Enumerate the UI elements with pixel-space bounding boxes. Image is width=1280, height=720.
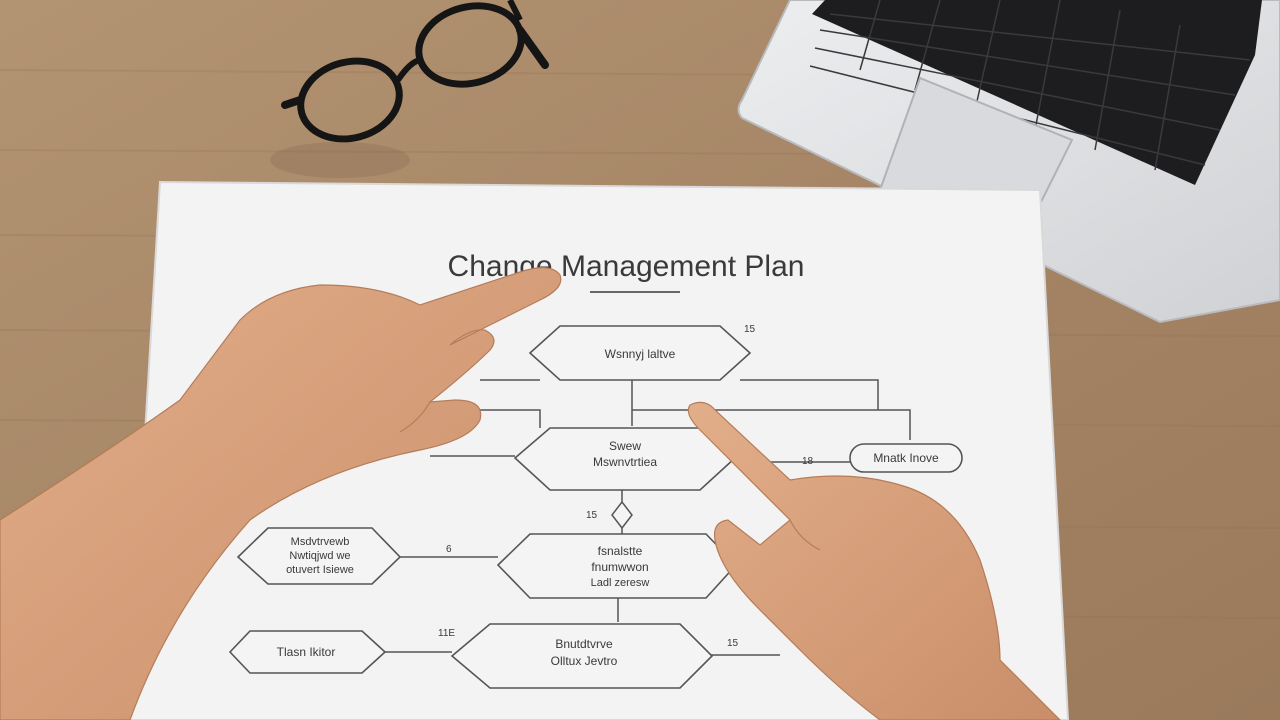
diamond-decision-icon: [611, 500, 633, 530]
flow-node-bottom-left: Tlasn Ikitor: [228, 630, 387, 674]
flow-node-center: fsnalstte fnumwwon Ladl zeresw: [496, 533, 738, 599]
label-small: 15: [727, 638, 739, 649]
svg-text:Ladl zeresw: Ladl zeresw: [591, 577, 650, 589]
flow-node-left: Msdvtrvewb Nwtiqjwd we otuvert Isiewe: [236, 527, 402, 585]
svg-text:Olltux Jevtro: Olltux Jevtro: [551, 654, 618, 668]
flow-node-top: Wsnnyj laltve: [528, 325, 752, 381]
label-small: 15: [586, 510, 598, 521]
label-small: 11E: [438, 628, 455, 639]
label-small: 6: [446, 544, 452, 555]
flow-node-bottom: Bnutdtvrve Olltux Jevtro: [450, 623, 714, 689]
svg-text:Swew: Swew: [609, 439, 641, 453]
svg-text:otuvert Isiewe: otuvert Isiewe: [286, 564, 354, 576]
right-hand: [687, 401, 1061, 720]
svg-text:Wsnnyj laltve: Wsnnyj laltve: [605, 347, 676, 361]
glasses-icon: [270, 0, 549, 178]
svg-text:Mswnvtrtiea: Mswnvtrtiea: [593, 455, 657, 469]
svg-text:Msdvtrvewb: Msdvtrvewb: [291, 536, 350, 548]
flow-node-middle: Swew Mswnvtrtiea: [513, 427, 737, 491]
svg-text:fnumwwon: fnumwwon: [591, 560, 648, 574]
svg-text:Mnatk Inove: Mnatk Inove: [873, 451, 939, 465]
svg-text:fsnalstte: fsnalstte: [598, 544, 643, 558]
svg-text:Tlasn Ikitor: Tlasn Ikitor: [277, 645, 336, 659]
keyboard-keys: [809, 0, 1251, 171]
svg-text:Bnutdtvrve: Bnutdtvrve: [555, 637, 613, 651]
flow-node-right: Mnatk Inove: [849, 443, 963, 473]
left-hand: [0, 267, 562, 720]
label-small: 15: [744, 324, 756, 335]
label-small: 18: [802, 456, 814, 467]
svg-text:Nwtiqjwd we: Nwtiqjwd we: [289, 550, 350, 562]
